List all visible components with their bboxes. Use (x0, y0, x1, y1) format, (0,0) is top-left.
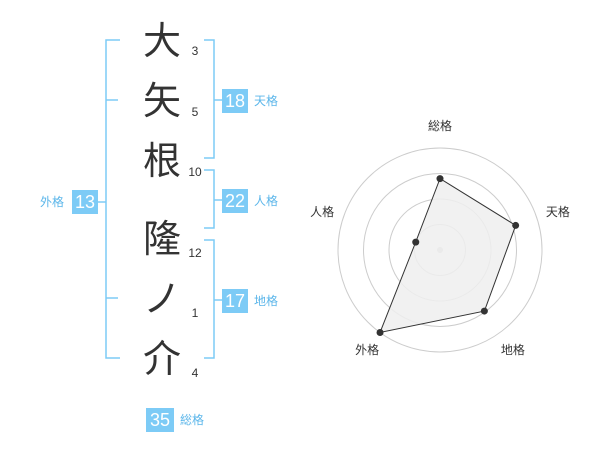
jinkaku-value: 22 (222, 189, 248, 213)
soukaku-value: 35 (146, 408, 174, 432)
radar-point-3 (480, 307, 488, 315)
radar-point-1 (436, 175, 444, 183)
chikaku-value: 17 (222, 289, 248, 313)
gaikaku-bracket (105, 39, 120, 359)
radar-axis-label-2: 天格 (545, 204, 570, 219)
jinkaku-label: 人格 (254, 194, 279, 208)
radar-point-2 (512, 221, 520, 229)
gaikaku-label: 外格 (40, 195, 65, 209)
soukaku-label: 総格 (180, 413, 205, 427)
name-char-4: 隆 (142, 217, 181, 261)
jinkaku-bracket (204, 169, 215, 229)
radar-area (379, 177, 517, 334)
radar-ring-3 (363, 173, 517, 327)
tenkaku-value: 18 (222, 89, 248, 113)
stroke-count-6: 4 (191, 366, 199, 380)
tenkaku-label: 天格 (254, 94, 279, 108)
stroke-count-5: 1 (191, 306, 199, 320)
name-char-5: ノ (142, 277, 181, 321)
gaikaku-value: 13 (72, 190, 98, 214)
tenkaku-bracket (204, 39, 215, 159)
name-char-6: 介 (142, 337, 181, 381)
radar-axis-label-3: 地格 (500, 343, 525, 358)
name-char-2: 矢 (142, 79, 181, 123)
stroke-count-1: 3 (191, 44, 199, 58)
stroke-count-2: 5 (191, 105, 199, 119)
radar-point-5 (412, 238, 420, 246)
radar-axis-label-4: 外格 (355, 343, 380, 358)
name-char-3: 根 (142, 139, 181, 183)
radar-point-4 (376, 329, 384, 337)
radar-axis-label-1: 総格 (427, 119, 452, 133)
radar-ring-4 (337, 147, 543, 353)
chikaku-bracket (204, 239, 215, 359)
name-char-1: 大 (142, 19, 181, 63)
stroke-count-4: 12 (188, 246, 202, 260)
chikaku-label: 地格 (254, 294, 279, 308)
radar-axis-label-5: 人格 (310, 204, 335, 219)
stroke-count-3: 10 (188, 165, 202, 179)
